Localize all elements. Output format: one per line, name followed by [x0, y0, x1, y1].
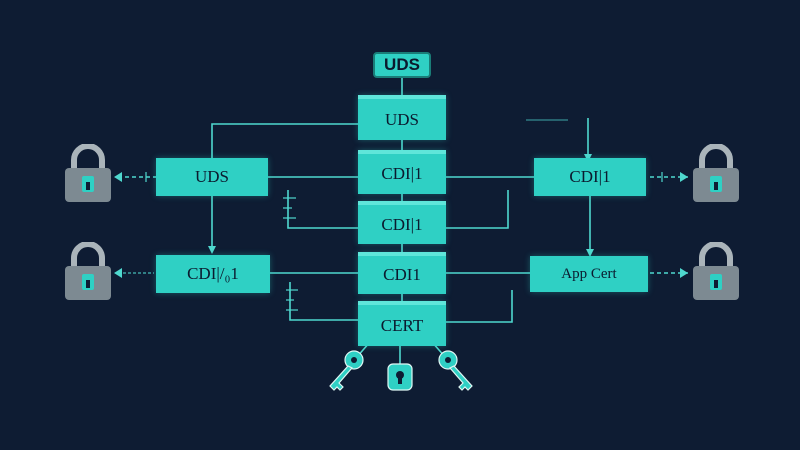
left-node-uds: UDS	[156, 158, 268, 196]
lock-icon	[65, 144, 111, 202]
right-node-cdi: CDI|1	[534, 158, 646, 196]
center-node-uds: UDS	[358, 95, 446, 140]
lock-icon	[693, 242, 739, 300]
left-node-label: CDI|/₀1	[187, 264, 239, 283]
center-node-cdi-3: CDI1	[358, 252, 446, 294]
right-node-label: App Cert	[561, 265, 617, 282]
right-node-label: CDI|1	[569, 167, 611, 186]
key-icon	[329, 350, 364, 391]
key-icon	[438, 350, 473, 391]
center-node-label: CDI|1	[381, 214, 423, 234]
lock-icon	[693, 144, 739, 202]
right-node-app-cert: App Cert	[530, 256, 648, 292]
diagram-title-label: UDS	[384, 55, 420, 74]
center-node-label: UDS	[384, 109, 419, 129]
center-node-label: CDI1	[383, 265, 421, 284]
center-node-cert: CERT	[358, 301, 446, 346]
center-node-label: CERT	[380, 315, 424, 335]
lock-icon	[387, 363, 413, 391]
diagram-title: UDS	[373, 52, 431, 78]
lock-icon	[65, 242, 111, 300]
center-node-cdi-1: CDI|1	[358, 150, 446, 194]
left-node-label: UDS	[194, 167, 229, 186]
center-node-label: CDI|1	[381, 164, 423, 183]
left-node-cdi: CDI|/₀1	[156, 255, 270, 293]
center-node-cdi-2: CDI|1	[358, 201, 446, 244]
